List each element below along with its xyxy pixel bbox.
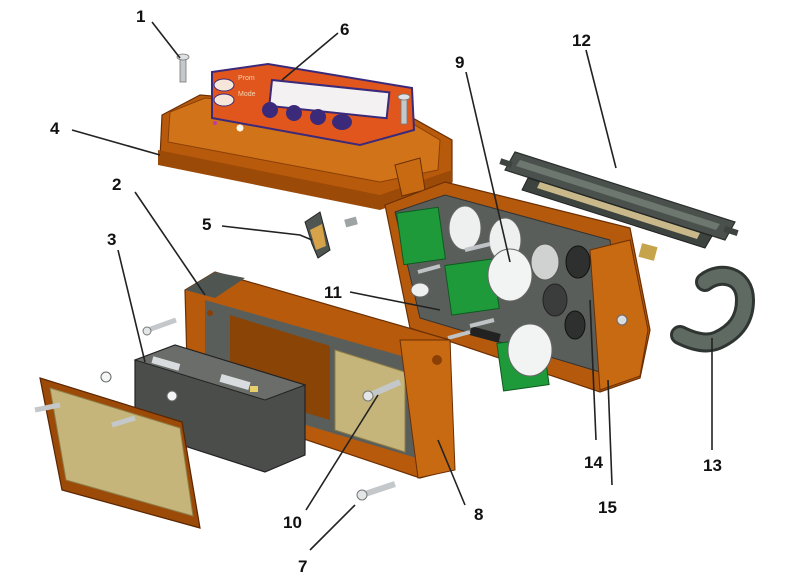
callout-7: 7	[298, 557, 307, 576]
callout-4: 4	[50, 119, 60, 138]
keypad-button	[262, 102, 278, 118]
callout-labels: 1 2 3 4 5 6 7 8 9 10 11 12 13 14 15	[50, 7, 722, 576]
callout-2: 2	[112, 175, 121, 194]
callout-3: 3	[107, 230, 116, 249]
faceplate-label-prom: Prom	[238, 75, 255, 82]
frame-screw-10	[362, 379, 402, 402]
callout-10: 10	[283, 513, 302, 532]
keypad-button	[286, 105, 302, 121]
callout-8: 8	[474, 505, 483, 524]
top-screw-left	[176, 53, 190, 83]
callout-15: 15	[598, 498, 617, 517]
callout-1: 1	[136, 7, 145, 26]
rear-mounting-bracket	[499, 151, 739, 249]
callout-12: 12	[572, 31, 591, 50]
callout-6: 6	[340, 20, 349, 39]
hose-handle	[670, 265, 756, 353]
keypad-button	[332, 114, 352, 130]
keypad-button	[310, 109, 326, 125]
frame-screw-7	[356, 481, 396, 501]
callout-5: 5	[202, 215, 211, 234]
mounting-clip	[304, 211, 358, 259]
callout-13: 13	[703, 456, 722, 475]
top-screw-right	[397, 93, 411, 125]
callout-11: 11	[324, 283, 342, 302]
callout-9: 9	[455, 53, 464, 72]
sensor-cylinders	[410, 205, 591, 377]
leader-lines	[71, 21, 713, 551]
front-window-panel	[34, 377, 201, 529]
faceplate-label-mode: Mode	[238, 91, 256, 98]
chassis-screws	[417, 242, 495, 340]
callout-14: 14	[584, 453, 603, 472]
washers-and-screws-left	[100, 317, 178, 402]
front-keypad-overlay: Prom Mode	[211, 62, 416, 147]
